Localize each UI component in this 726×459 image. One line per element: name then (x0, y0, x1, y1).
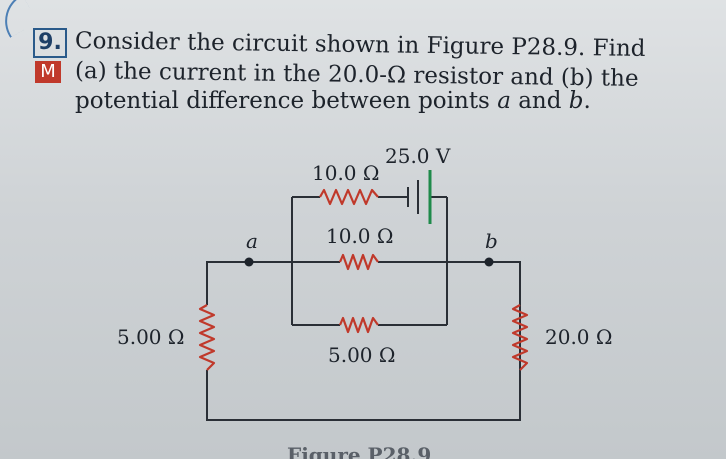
wire-left-top (206, 261, 249, 305)
wire-left-bottom (206, 305, 521, 421)
bottom-resistor (338, 316, 379, 334)
bottom-resistor-label: 5.00 Ω (328, 343, 395, 367)
point-a-label: a (246, 229, 258, 253)
middle-resistor (338, 253, 379, 271)
line3-and: and (510, 88, 569, 114)
right-resistor (511, 304, 529, 371)
top-resistor-label: 10.0 Ω (312, 161, 379, 185)
wire-right-top (489, 261, 521, 305)
left-resistor (198, 304, 216, 371)
right-resistor-label: 20.0 Ω (545, 325, 612, 349)
media-badge: M (35, 61, 61, 83)
problem-text-line-3: potential difference between points a an… (75, 88, 591, 114)
middle-resistor-label: 10.0 Ω (326, 224, 393, 248)
left-resistor-label: 5.00 Ω (117, 325, 184, 349)
battery (407, 170, 432, 224)
figure-caption: Figure P28.9 (287, 443, 431, 459)
line3-start: potential difference between points (75, 88, 498, 114)
top-resistor (319, 188, 379, 206)
problem-number: 9. (33, 28, 67, 58)
line3-point-a: a (497, 88, 511, 114)
junction-a-dot (244, 257, 254, 267)
line3-point-b: b (568, 88, 584, 114)
line3-end: . (583, 88, 591, 114)
battery-label: 25.0 V (385, 144, 451, 168)
junction-b-dot (484, 257, 494, 267)
point-b-label: b (485, 229, 498, 253)
